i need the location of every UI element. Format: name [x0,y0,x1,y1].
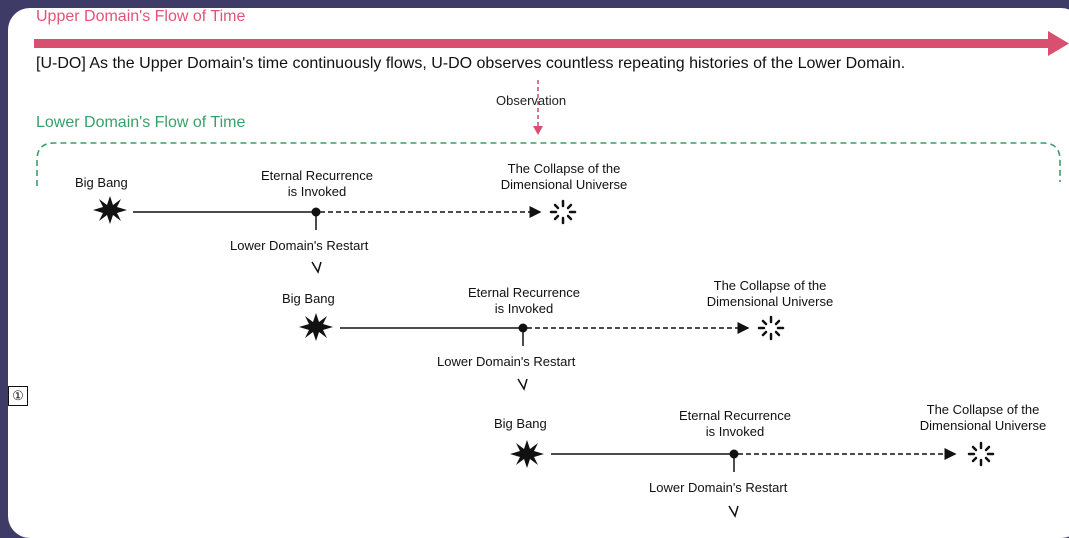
big-bang-icon [510,440,544,468]
big-bang-label: Big Bang [282,291,335,306]
restart-arrow [517,378,528,391]
restart-label: Lower Domain's Restart [437,354,576,369]
collapse-icon [549,199,577,225]
collapse-label: The Collapse of the Dimensional Universe [919,402,1047,433]
restart-arrow [311,261,322,274]
cycle-3 [510,440,995,518]
recurrence-label: Eternal Recurrence is Invoked [261,168,373,199]
upper-time-arrow [34,31,1069,56]
observation-arrow [533,80,543,135]
collapse-label: The Collapse of the Dimensional Universe [706,278,834,309]
diagram-canvas [34,31,1069,518]
collapse-label: The Collapse of the Dimensional Universe [500,161,628,192]
upper-domain-title: Upper Domain's Flow of Time [36,8,246,25]
restart-arrow [728,505,739,518]
cycle-1 [93,196,577,274]
lower-domain-frame [36,142,1061,186]
section-marker: ① [8,386,28,406]
cycle-2 [299,313,785,391]
lower-domain-title: Lower Domain's Flow of Time [36,114,246,131]
recurrence-label: Eternal Recurrence is Invoked [679,408,791,439]
restart-label: Lower Domain's Restart [230,238,369,253]
restart-label: Lower Domain's Restart [649,480,788,495]
big-bang-icon [93,196,127,224]
big-bang-label: Big Bang [75,175,128,190]
collapse-icon [757,315,785,341]
big-bang-icon [299,313,333,341]
observation-label: Observation [496,93,567,108]
recurrence-label: Eternal Recurrence is Invoked [468,285,580,316]
udo-statement: [U-DO] As the Upper Domain's time contin… [36,55,906,72]
big-bang-label: Big Bang [494,416,547,431]
collapse-icon [967,441,995,467]
